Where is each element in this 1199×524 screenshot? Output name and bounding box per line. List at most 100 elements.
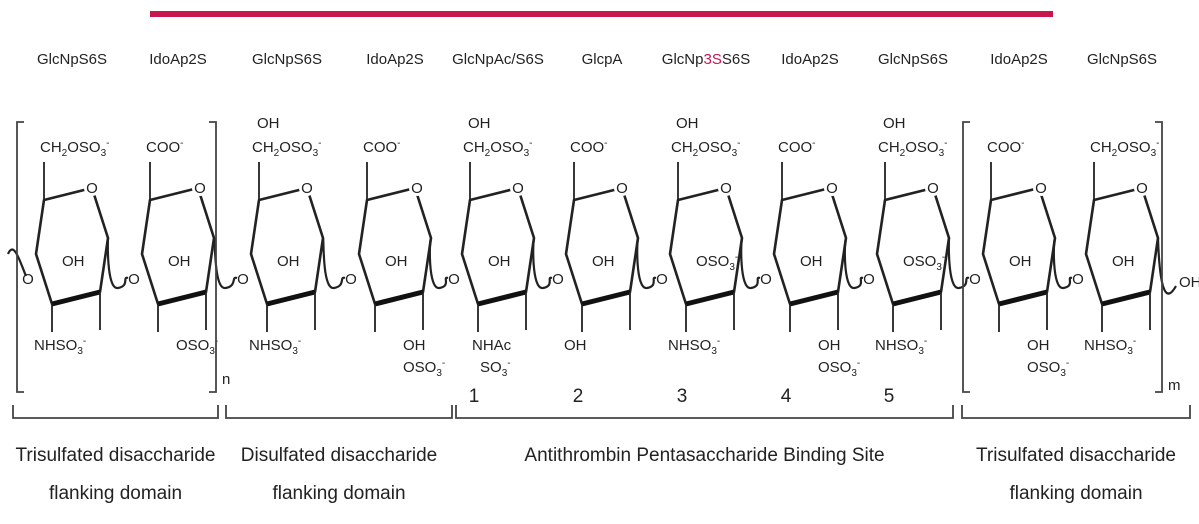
ring-substituent: OH <box>1009 253 1032 270</box>
domain-bracket <box>225 405 453 419</box>
domain-label: Disulfated disaccharide <box>241 445 437 466</box>
ring-oxygen-mask <box>1134 180 1150 196</box>
ring-front-edge <box>51 289 101 307</box>
glycosidic-oxygen: O <box>448 271 460 288</box>
residue-number: 4 <box>781 386 792 407</box>
bottom-substituent: OH <box>818 337 841 354</box>
top-substituent: CH2OSO3- <box>40 138 109 159</box>
bottom-substituent: NHSO3- <box>875 336 927 357</box>
bottom-substituent-2: OSO3- <box>1027 358 1069 379</box>
ring-substituent: OH <box>800 253 823 270</box>
top-substituent: CH2OSO3- <box>671 138 740 159</box>
ring-oxygen-mask <box>192 180 208 196</box>
domain-bracket <box>12 405 219 419</box>
ring-oxygen: O <box>301 180 313 197</box>
ring-oxygen: O <box>826 180 838 197</box>
ring-substituent: OH <box>385 253 408 270</box>
repeat-bracket-open <box>16 121 24 393</box>
domain-label: Trisulfated disaccharide <box>976 445 1176 466</box>
ring-front-edge <box>477 289 527 307</box>
glycosidic-oxygen: O <box>128 271 140 288</box>
bottom-substituent: NHSO3- <box>668 336 720 357</box>
ring-front-edge <box>1101 289 1151 307</box>
glycosidic-bond <box>106 237 129 290</box>
pyranose-ring <box>981 186 1057 306</box>
ring-oxygen: O <box>1136 180 1148 197</box>
glycosidic-bond <box>321 236 346 290</box>
residue-number: 3 <box>677 386 688 407</box>
ring-oxygen-mask <box>1033 180 1049 196</box>
glycosidic-oxygen: O <box>969 271 981 288</box>
ring-front-edge <box>581 289 631 307</box>
bottom-substituent: OH <box>403 337 426 354</box>
chain-end-bond <box>1156 237 1177 295</box>
glycosidic-bond <box>740 236 761 290</box>
top-substituent: COO- <box>987 138 1025 156</box>
glycosidic-oxygen: O <box>760 271 772 288</box>
unit-name: GlcNpS6S <box>878 51 948 68</box>
unit-name: GlcpA <box>582 51 623 68</box>
repeat-bracket-open-2 <box>962 121 970 393</box>
ring-substituent: OH <box>277 253 300 270</box>
domain-bracket <box>961 405 1191 419</box>
glycosidic-oxygen: O <box>345 271 357 288</box>
unit-name: IdoAp2S <box>781 51 839 68</box>
ring-substituent: OSO3- <box>696 252 738 273</box>
units-layer: GlcNpS6S O CH2OSO3- OH NHSO3- O IdoAp2S O COO- OH… <box>22 51 1159 407</box>
unit-name: GlcNp3SS6S <box>662 51 750 68</box>
residue-number: 1 <box>469 386 480 407</box>
top-substituent: COO- <box>778 138 816 156</box>
top-substituent: COO- <box>146 138 184 156</box>
ring-oxygen-mask <box>84 180 100 196</box>
bottom-substituent: OH <box>1027 337 1050 354</box>
ring-front-edge <box>374 289 424 307</box>
domain-label-line2: flanking domain <box>49 483 182 504</box>
bottom-substituent: NHSO3- <box>249 336 301 357</box>
glycosidic-oxygen: O <box>863 271 875 288</box>
pyranose-ring <box>357 186 433 306</box>
ring-oxygen-mask <box>409 180 425 196</box>
top-substituent: CH2OSO3- <box>1090 138 1159 159</box>
ring-substituent: OH <box>592 253 615 270</box>
bottom-substituent-2: SO3- <box>480 358 511 379</box>
glycosidic-oxygen: O <box>552 271 564 288</box>
pyranose-ring <box>249 186 325 306</box>
unit-name: GlcNpS6S <box>252 51 322 68</box>
glycosidic-oxygen: O <box>1072 271 1084 288</box>
ring-oxygen: O <box>411 180 423 197</box>
ring-front-edge <box>998 289 1048 307</box>
ring-oxygen-mask <box>925 180 941 196</box>
ring-front-edge <box>266 289 316 307</box>
glycosidic-bond <box>843 236 864 290</box>
residue-number: 5 <box>884 386 895 407</box>
ring-oxygen-mask <box>299 180 315 196</box>
glycosidic-bond <box>532 236 553 290</box>
ring-oxygen: O <box>1035 180 1047 197</box>
ring-oxygen: O <box>927 180 939 197</box>
domain-label-line2: flanking domain <box>272 483 405 504</box>
bottom-substituent-2: OSO3- <box>818 358 860 379</box>
bottom-substituent: NHSO3- <box>34 336 86 357</box>
unit-name: IdoAp2S <box>366 51 424 68</box>
glycosidic-oxygen: O <box>22 271 34 288</box>
top-hydroxyl: OH <box>883 115 906 132</box>
pyranose-ring <box>460 186 536 306</box>
ring-oxygen: O <box>194 180 206 197</box>
unit-name: GlcNpAc/S6S <box>452 51 544 68</box>
glycosidic-oxygen: O <box>656 271 668 288</box>
glycosidic-oxygen: O <box>237 271 249 288</box>
domain-brackets: Trisulfated disaccharide flanking domain D… <box>12 405 1191 504</box>
top-substituent: CH2OSO3- <box>463 138 532 159</box>
sugar-unit: IdoAp2S O COO- OH OH OSO3- O 4 <box>760 51 860 407</box>
top-substituent: COO- <box>363 138 401 156</box>
pyranose-ring <box>34 186 110 306</box>
ring-substituent: OSO3- <box>903 252 945 273</box>
